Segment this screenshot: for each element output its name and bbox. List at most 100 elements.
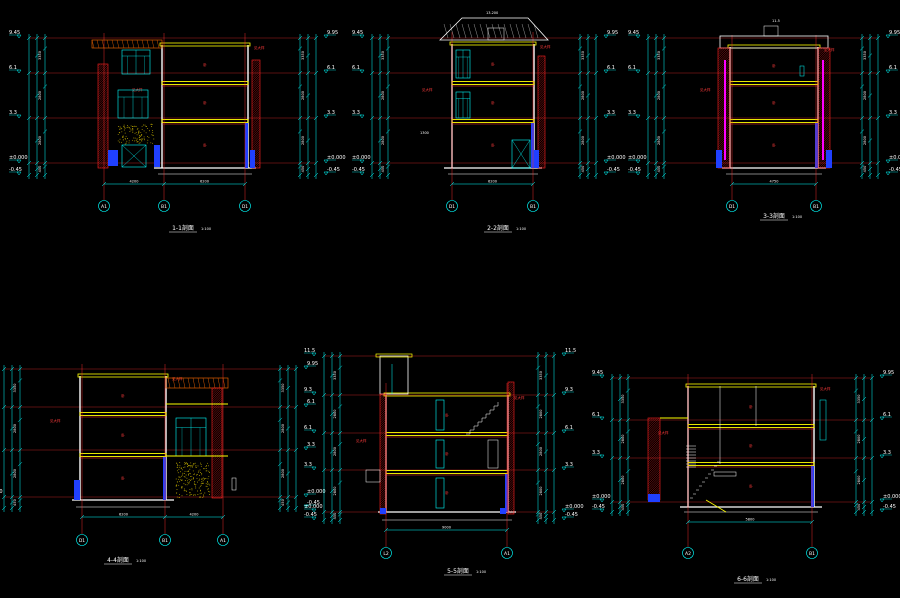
dimension-tick — [305, 166, 311, 172]
fill-speckle — [177, 465, 179, 466]
blue-post — [826, 150, 832, 168]
fill-speckle — [187, 482, 189, 484]
dimension-tick — [861, 436, 867, 442]
dimension-tick — [625, 455, 631, 461]
fill-speckle — [196, 474, 198, 476]
dimension-value: 450 — [13, 499, 17, 506]
fill-speckle — [140, 139, 142, 141]
dimension-tick — [867, 172, 873, 178]
dimension-value: 1300 — [420, 131, 429, 135]
dimension-tick — [859, 172, 865, 178]
dimension-tick — [377, 53, 383, 58]
dimension-tick — [609, 499, 615, 505]
dimension-tick — [853, 509, 859, 515]
dimension-tick — [853, 469, 859, 474]
level-label: -0.45 — [607, 167, 620, 173]
roof-tile — [503, 23, 509, 39]
dimension-tick — [42, 35, 48, 41]
fill-speckle — [118, 126, 119, 127]
fill-speckle — [189, 468, 191, 470]
fill-speckle — [152, 142, 153, 144]
fill-speckle — [188, 478, 190, 480]
dimension-value: 2800 — [539, 410, 543, 419]
fill-speckle — [138, 130, 139, 132]
fill-speckle — [200, 490, 201, 492]
level-label: 9.95 — [889, 30, 900, 36]
dimension-tick — [42, 129, 48, 134]
fill-speckle — [190, 478, 192, 480]
axis-bubble — [159, 534, 171, 546]
level-label: -0.45 — [352, 167, 365, 173]
level-label: 3.3 — [883, 450, 891, 456]
fill-speckle — [188, 473, 190, 475]
span-dimension-tick — [242, 181, 248, 187]
span-dimension-tick — [162, 514, 168, 520]
dimension-tick — [285, 494, 291, 500]
fill-speckle — [127, 126, 129, 128]
door-frame — [121, 144, 147, 168]
fill-speckle — [199, 496, 201, 498]
roof-tile — [192, 377, 196, 389]
fill-speckle — [201, 478, 203, 480]
dimension-tick — [385, 160, 391, 166]
hatch-line — [98, 80, 108, 91]
dimension-value: 2800 — [657, 136, 661, 145]
fill-speckle — [176, 470, 178, 472]
hatch-line — [818, 106, 830, 119]
fill-speckle — [129, 126, 130, 128]
dimension-tick — [377, 115, 383, 121]
fill-speckle — [180, 475, 182, 477]
fill-speckle — [129, 131, 131, 133]
column-block — [815, 123, 818, 168]
dimension-tick — [329, 509, 335, 515]
dimension-tick — [305, 115, 311, 121]
dimension-tick — [535, 404, 541, 409]
fill-speckle — [192, 465, 194, 467]
door-swing — [511, 139, 531, 169]
dimension-tick — [337, 365, 343, 370]
roof-tile — [116, 39, 120, 49]
dimension-tick — [861, 396, 867, 402]
dimension-tick — [653, 115, 659, 121]
level-label: ±0.000 — [0, 489, 3, 495]
dimension-tick — [385, 46, 391, 51]
hatch-line — [98, 115, 108, 126]
dimension-value: 450 — [657, 166, 661, 173]
level-label: -0.45 — [889, 167, 900, 173]
fill-speckle — [181, 467, 182, 469]
dimension-tick — [1, 366, 7, 372]
fill-speckle — [181, 469, 183, 471]
fill-speckle — [140, 131, 142, 133]
blue-post — [154, 145, 160, 167]
level-label: 3.3 — [592, 450, 600, 456]
axis-bubble — [239, 200, 251, 212]
hatch-line — [212, 439, 222, 450]
dimension-tick — [653, 93, 659, 98]
fill-speckle — [192, 477, 194, 479]
dimension-tick — [297, 115, 303, 121]
fill-speckle — [134, 132, 136, 134]
hatch-line — [648, 429, 660, 443]
fill-speckle — [148, 130, 150, 132]
fill-speckle — [184, 480, 186, 481]
roof-tile — [509, 23, 515, 39]
fill-speckle — [188, 481, 190, 483]
hatch-line — [508, 487, 514, 495]
dimension-tick — [585, 53, 591, 58]
fill-speckle — [136, 128, 138, 130]
level-label: 6.1 — [307, 399, 315, 405]
fill-speckle — [191, 493, 193, 495]
fill-speckle — [185, 474, 187, 476]
window-frame — [435, 477, 445, 509]
dimension-tick — [285, 426, 291, 431]
column-line — [724, 60, 726, 160]
fill-speckle — [200, 462, 202, 464]
roof-tile — [167, 377, 171, 389]
fill-speckle — [201, 481, 203, 483]
roof-tile — [497, 23, 503, 39]
axis-label: D1 — [729, 204, 735, 210]
dimension-value: 2800 — [301, 91, 305, 100]
fill-speckle — [207, 478, 209, 480]
section-scale: 1:100 — [766, 578, 776, 582]
dimension-tick — [42, 172, 48, 178]
